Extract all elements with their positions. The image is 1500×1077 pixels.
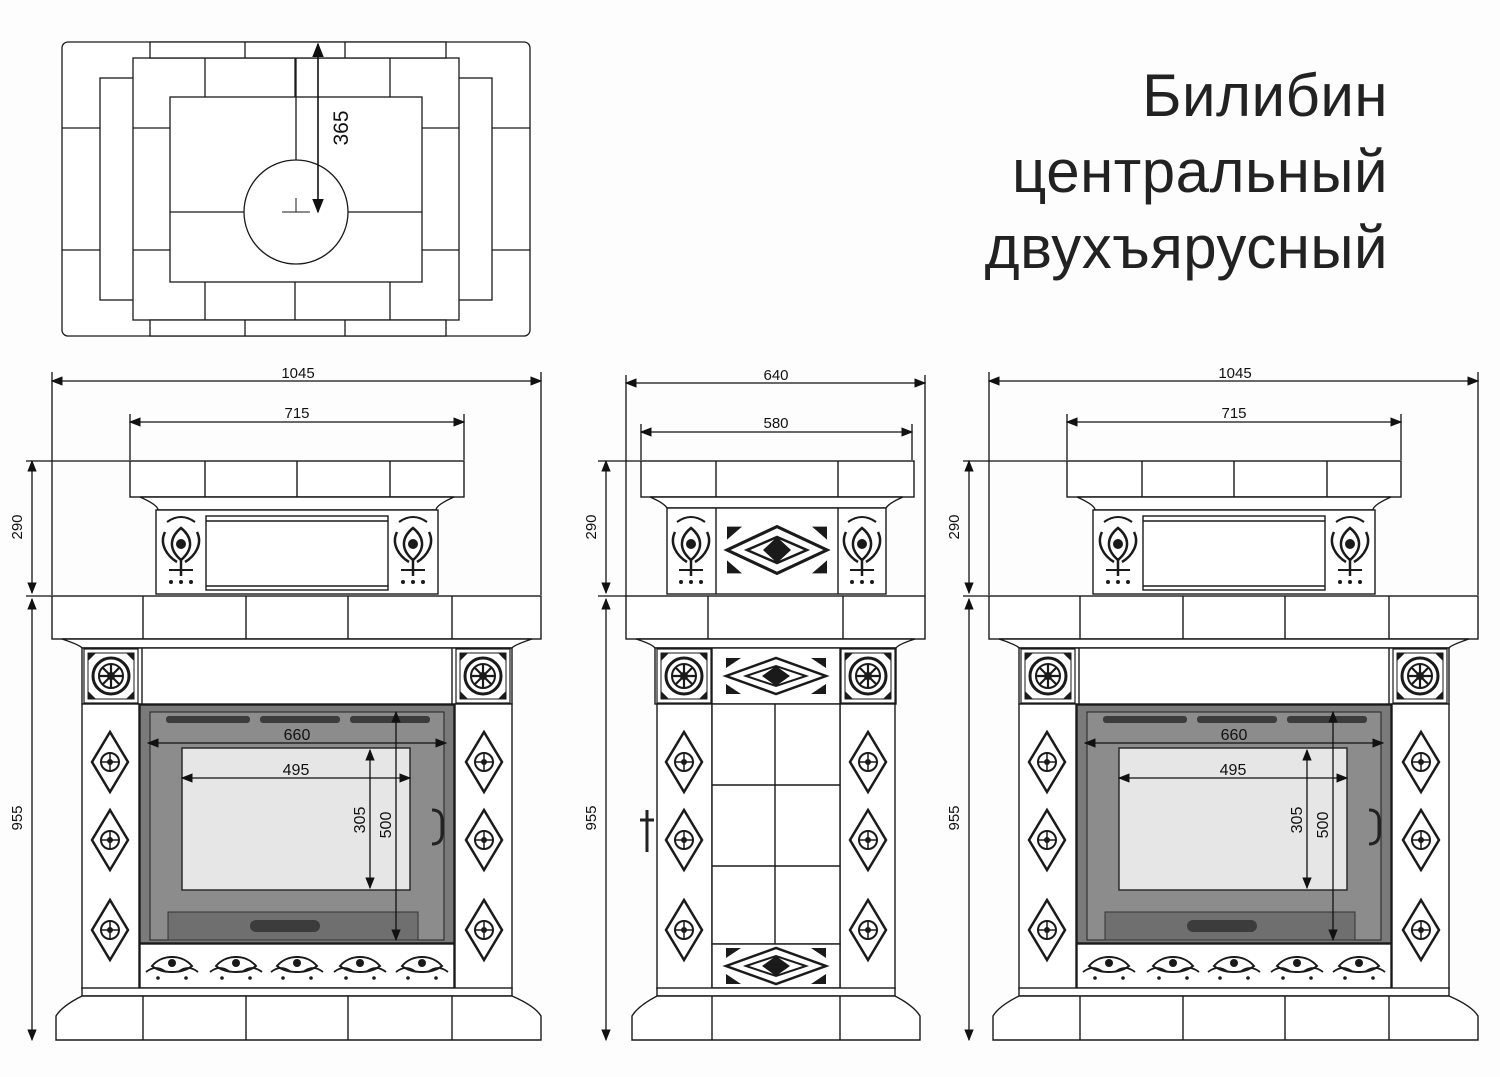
left-cap-width-label: 715 bbox=[284, 405, 309, 422]
title-line-1: Билибин bbox=[1142, 62, 1388, 129]
right-glass-width-label: 495 bbox=[1220, 762, 1247, 779]
front-view-left bbox=[26, 372, 543, 1042]
title-line-2: центральный bbox=[1012, 138, 1388, 205]
title-line-3: двухъярусный bbox=[984, 214, 1388, 281]
right-upper-height-label: 290 bbox=[946, 514, 963, 539]
left-glass-width-label: 495 bbox=[283, 762, 310, 779]
side-cap-width-label: 580 bbox=[763, 415, 788, 432]
right-firebox-height-label: 500 bbox=[1315, 812, 1332, 839]
front-view-right bbox=[963, 372, 1480, 1042]
right-glass-height-label: 305 bbox=[1289, 807, 1306, 834]
left-firebox-height-label: 500 bbox=[378, 812, 395, 839]
side-width-label: 640 bbox=[763, 367, 788, 384]
plan-depth-label: 365 bbox=[330, 110, 353, 145]
right-cap-width-label: 715 bbox=[1221, 405, 1246, 422]
right-lower-height-label: 955 bbox=[946, 805, 963, 830]
product-title: Билибин центральный двухъярусный bbox=[985, 58, 1388, 286]
right-width-label: 1045 bbox=[1218, 365, 1251, 382]
right-firebox-width-label: 660 bbox=[1221, 727, 1248, 744]
left-glass-height-label: 305 bbox=[352, 807, 369, 834]
side-lower-height-label: 955 bbox=[583, 805, 600, 830]
side-view bbox=[598, 375, 927, 1042]
left-upper-height-label: 290 bbox=[9, 514, 26, 539]
left-firebox-width-label: 660 bbox=[284, 727, 311, 744]
left-width-label: 1045 bbox=[281, 365, 314, 382]
side-upper-height-label: 290 bbox=[583, 514, 600, 539]
plan-view bbox=[61, 41, 531, 337]
left-lower-height-label: 955 bbox=[9, 805, 26, 830]
